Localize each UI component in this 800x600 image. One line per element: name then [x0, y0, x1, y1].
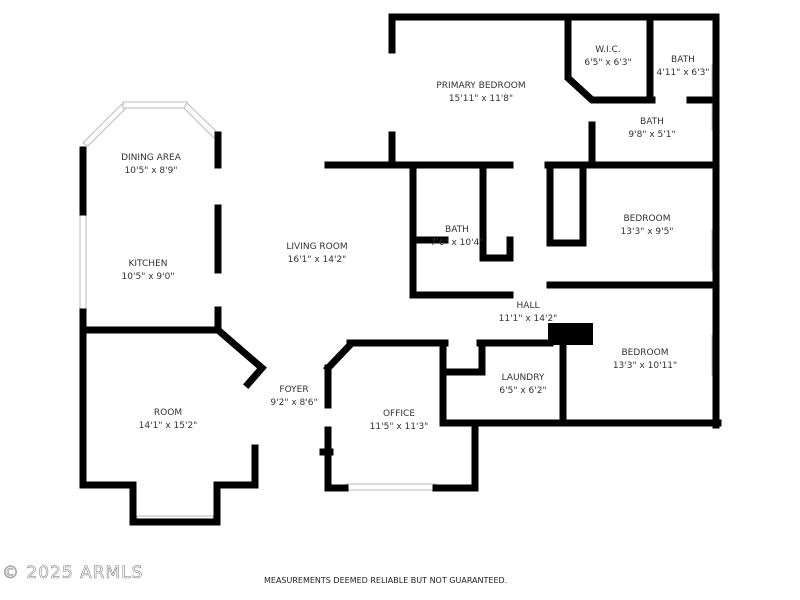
room-size: 4'11" x 6'3"	[657, 68, 710, 78]
window	[79, 211, 87, 313]
room-name: BEDROOM	[622, 348, 669, 358]
room-size: 7'6" x 10'4"	[431, 238, 484, 248]
room-size: 10'5" x 8'9"	[125, 166, 178, 176]
room-size: 15'11" x 11'8"	[449, 94, 513, 104]
room-name: DINING AREA	[121, 153, 182, 163]
room-name: KITCHEN	[129, 259, 168, 269]
room-size: 13'3" x 10'11"	[613, 361, 677, 371]
window	[183, 102, 221, 139]
room-name: FOYER	[279, 385, 308, 395]
room-size: 10'5" x 9'0"	[122, 272, 175, 282]
room-name: LIVING ROOM	[286, 242, 347, 252]
room-name: BEDROOM	[624, 214, 671, 224]
walls	[79, 13, 722, 526]
room-size: 13'3" x 9'5"	[621, 227, 674, 237]
room-size: 11'5" x 11'3"	[370, 422, 429, 432]
room-size: 11'1" x 14'2"	[499, 314, 558, 324]
disclaimer: MEASUREMENTS DEEMED RELIABLE BUT NOT GUA…	[264, 576, 508, 585]
room-size: 9'8" x 5'1"	[628, 130, 675, 140]
window	[122, 101, 188, 109]
room-name: OFFICE	[383, 409, 415, 419]
room-size: 6'5" x 6'3"	[584, 58, 631, 68]
room-name: BATH	[671, 55, 695, 65]
room-name: W.I.C.	[595, 45, 620, 55]
room-name: BATH	[445, 225, 469, 235]
room-size: 9'2" x 8'6"	[270, 398, 317, 408]
watermark: © 2025 ARMLS	[2, 563, 144, 584]
room-name: ROOM	[154, 408, 182, 418]
room-size: 6'5" x 6'2"	[499, 386, 546, 396]
room-size: 14'1" x 15'2"	[139, 421, 198, 431]
room-labels: PRIMARY BEDROOM 15'11" x 11'8" W.I.C. 6'…	[121, 45, 709, 432]
window	[82, 102, 127, 147]
room-name: LAUNDRY	[502, 373, 545, 383]
hall-block	[548, 323, 593, 345]
room-size: 16'1" x 14'2"	[288, 255, 347, 265]
room-name: PRIMARY BEDROOM	[436, 81, 525, 91]
window	[345, 483, 437, 491]
room-name: HALL	[517, 301, 540, 311]
room-name: BATH	[640, 117, 664, 127]
